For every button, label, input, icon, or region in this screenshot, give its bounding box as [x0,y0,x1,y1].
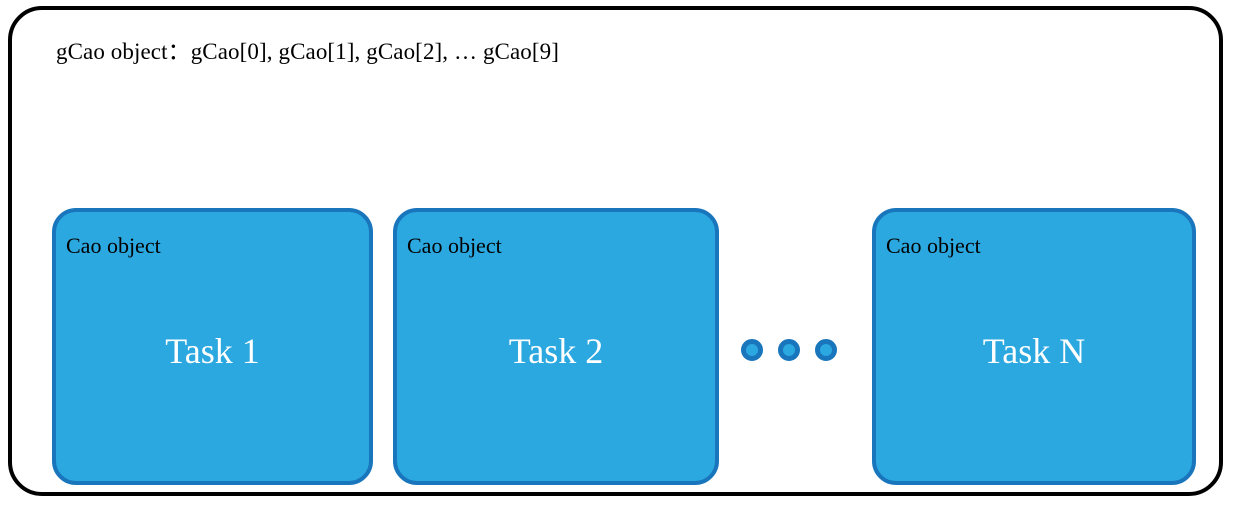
task-box-1[interactable]: Cao object Task 1 [52,208,373,485]
task-title: Task 2 [508,331,604,371]
cao-object-label: Cao object [886,233,981,258]
task-title: Task 1 [165,331,260,371]
ellipsis-dot-icon [741,339,763,361]
task-title: Task N [982,331,1086,371]
ellipsis-dots-icon [741,339,841,363]
cao-object-label: Cao object [407,233,502,258]
task-box-2[interactable]: Cao object Task 2 [393,208,719,485]
ellipsis-dot-icon [778,339,800,361]
gcao-object-caption: gCao object：gCao[0], gCao[1], gCao[2], …… [56,39,560,64]
ellipsis-dot-icon [815,339,837,361]
cao-object-label: Cao object [66,233,161,258]
task-box-n[interactable]: Cao object Task N [872,208,1196,485]
